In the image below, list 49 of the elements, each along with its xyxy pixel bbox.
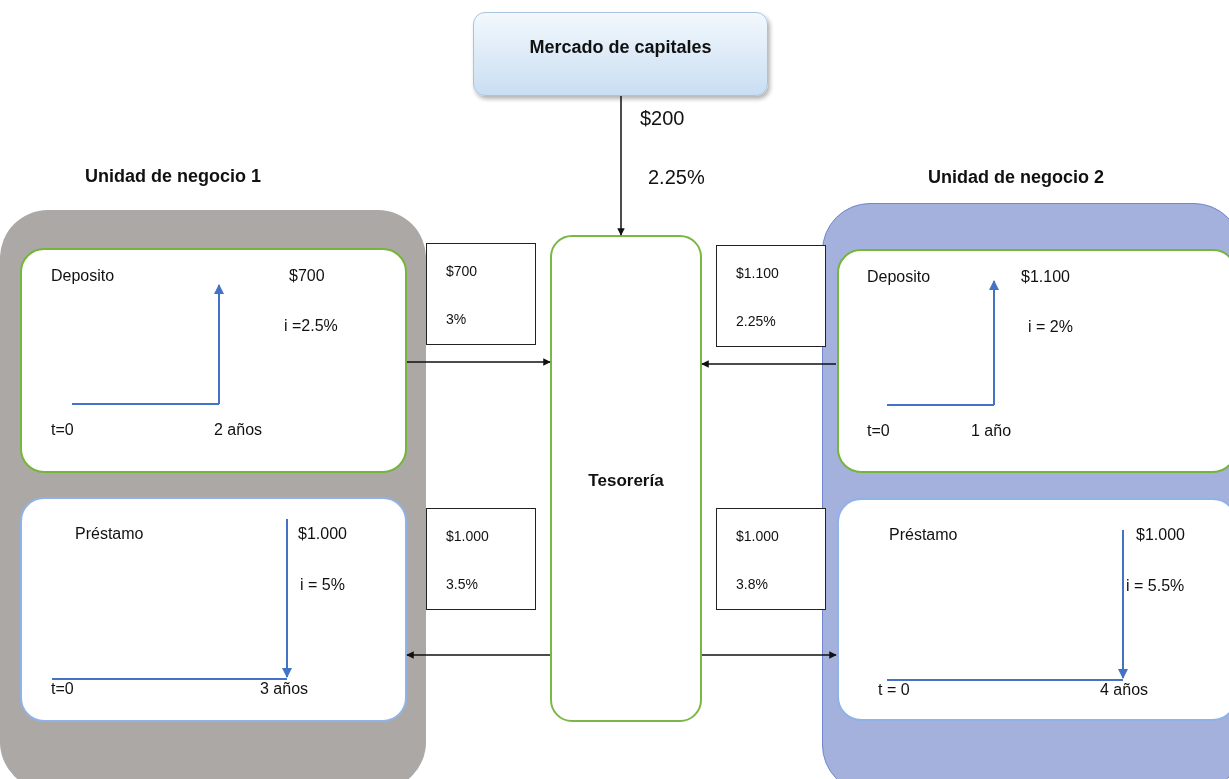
node-label: 2.25% <box>736 312 776 331</box>
rate-box <box>716 508 826 610</box>
flow-label: $200 <box>640 106 685 130</box>
node-label: i = 5.5% <box>1126 576 1185 596</box>
node-label: Deposito <box>51 266 115 286</box>
node-label: i = 5% <box>300 575 345 595</box>
node-label: Deposito <box>867 267 931 287</box>
arrow <box>701 651 837 659</box>
node-label: $700 <box>289 266 325 286</box>
node-label: Tesorería <box>587 470 665 491</box>
node-label: $1.000 <box>446 527 489 546</box>
product-card <box>20 497 407 722</box>
node-label: 3.8% <box>736 575 768 594</box>
node-label: 2 años <box>214 420 263 440</box>
node-label: $1.100 <box>1021 267 1070 287</box>
panel-heading: Unidad de negocio 1 <box>85 166 262 186</box>
market-box <box>473 12 768 96</box>
node-label: 1 año <box>971 421 1012 441</box>
node-label: t=0 <box>51 679 74 699</box>
product-card <box>837 249 1229 473</box>
node-label: $1.000 <box>298 524 347 544</box>
treasury-box <box>550 235 702 722</box>
panel-heading: Unidad de negocio 2 <box>928 167 1105 187</box>
rate-box <box>716 245 826 347</box>
node-label: 3.5% <box>446 575 478 594</box>
node-label: i = 2% <box>1028 317 1073 337</box>
arrow <box>701 360 837 368</box>
node-label: 3 años <box>260 679 309 699</box>
node-label: Préstamo <box>75 524 144 544</box>
node-label: $1.100 <box>736 264 779 283</box>
node-label: t = 0 <box>878 680 910 700</box>
node-label: $1.000 <box>736 527 779 546</box>
node-label: Mercado de capitales <box>528 37 713 57</box>
arrow <box>617 95 625 236</box>
arrow <box>406 358 551 366</box>
product-card <box>20 248 407 473</box>
node-label: t=0 <box>867 421 890 441</box>
product-card <box>837 498 1229 721</box>
node-label: 3% <box>446 310 467 329</box>
rate-box <box>426 508 536 610</box>
node-label: Préstamo <box>889 525 958 545</box>
node-label: t=0 <box>51 420 74 440</box>
node-label: i =2.5% <box>284 316 338 336</box>
flow-label: 2.25% <box>648 165 705 189</box>
node-label: $700 <box>446 262 478 281</box>
node-label: 4 años <box>1100 680 1149 700</box>
node-label: $1.000 <box>1136 525 1185 545</box>
arrow <box>406 651 551 659</box>
rate-box <box>426 243 536 345</box>
